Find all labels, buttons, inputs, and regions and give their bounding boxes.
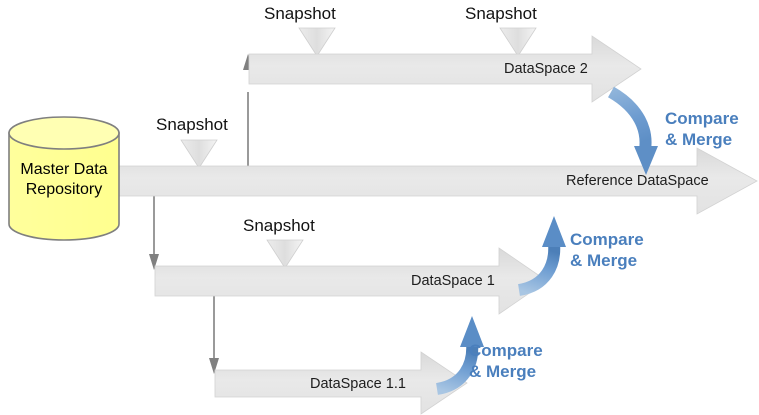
compare-merge-arrow-ds11 <box>435 316 484 395</box>
compare-merge-arrow-ds1 <box>517 216 566 296</box>
snapshot-triangle-main <box>180 139 218 169</box>
connector-ds1-to-ds11 <box>209 296 219 374</box>
compare-merge-ds11-line2: & Merge <box>469 362 537 382</box>
compare-merge-ds2-line2: & Merge <box>665 130 733 150</box>
compare-merge-ds1-line1: Compare <box>570 230 644 249</box>
dataspace-1-1-bar[interactable] <box>214 351 468 415</box>
dataspace-1-1-label: DataSpace 1.1 <box>310 376 406 392</box>
dataspace-2-label: DataSpace 2 <box>504 61 588 77</box>
reference-dataspace-bar[interactable] <box>117 147 758 215</box>
snapshot-label-top-right: Snapshot <box>465 4 537 23</box>
compare-merge-ds11-line1: Compare <box>469 341 543 360</box>
connector-main-to-ds1 <box>149 196 159 270</box>
snapshot-label-top-left: Snapshot <box>264 4 336 23</box>
repository-label-line1: Master Data <box>20 161 108 178</box>
snapshot-label-main: Snapshot <box>156 115 228 134</box>
snapshot-triangle-top-left <box>298 27 336 57</box>
repository-label: Master Data Repository <box>9 160 119 199</box>
compare-merge-label-ds1: Compare & Merge <box>570 229 644 272</box>
dataspace-2-bar[interactable] <box>248 35 642 103</box>
snapshot-triangle-top-right <box>499 27 537 57</box>
compare-merge-ds2-line1: Compare <box>665 109 739 128</box>
dataspace-1-label: DataSpace 1 <box>411 273 495 289</box>
compare-merge-label-ds2: Compare & Merge <box>665 108 739 151</box>
snapshot-triangle-ds1 <box>266 239 304 269</box>
compare-merge-ds1-line2: & Merge <box>570 251 638 271</box>
compare-merge-arrow-ds2 <box>607 86 658 175</box>
reference-dataspace-label: Reference DataSpace <box>566 173 709 189</box>
compare-merge-label-ds11: Compare & Merge <box>469 340 543 383</box>
dataspace-1-bar[interactable] <box>154 247 548 315</box>
master-data-repository-cylinder[interactable] <box>8 116 120 241</box>
snapshot-label-ds1: Snapshot <box>243 216 315 235</box>
repository-label-line2: Repository <box>25 180 103 198</box>
